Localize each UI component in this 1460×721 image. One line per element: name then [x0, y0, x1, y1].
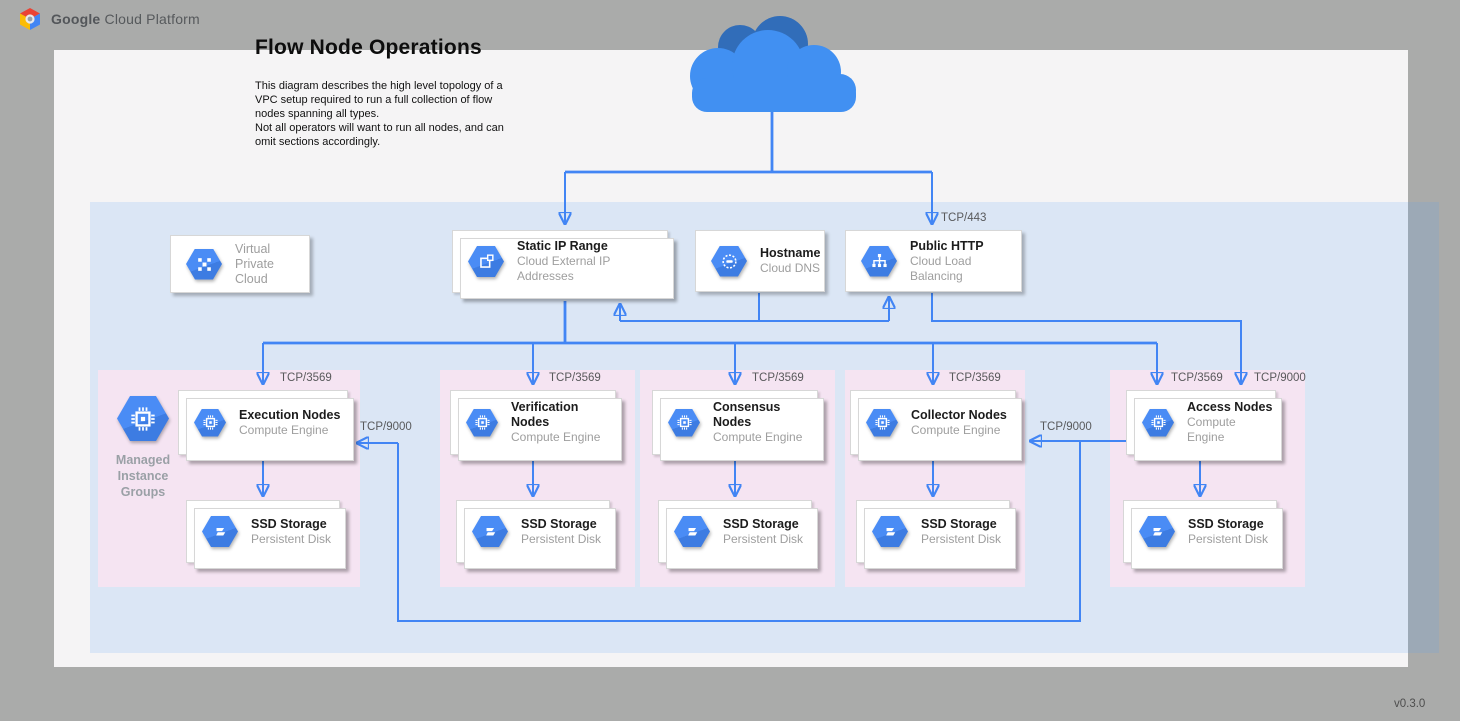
- port-label-tcp3569-consensus: TCP/3569: [752, 372, 804, 384]
- vpc-card-text: Virtual Private Cloud: [235, 242, 309, 287]
- compute-engine-icon: [668, 408, 700, 437]
- port-label-tcp9000-access: TCP/9000: [1254, 372, 1306, 384]
- hostname-title: Hostname: [760, 246, 821, 260]
- verification-nodes-subtitle: Compute Engine: [511, 430, 601, 444]
- port-label-tcp3569-collector: TCP/3569: [949, 372, 1001, 384]
- collector-nodes-title: Collector Nodes: [911, 407, 1007, 422]
- managed-instance-groups-icon: [117, 396, 169, 441]
- verification-nodes-title: Verification Nodes: [511, 400, 579, 429]
- collector-ssd-storage-card: SSD Storage Persistent Disk: [856, 500, 1016, 569]
- ssd-storage-title: SSD Storage: [521, 516, 597, 531]
- virtual-private-cloud-card: Virtual Private Cloud: [170, 235, 310, 293]
- vpc-label-line2: Private Cloud: [235, 256, 274, 286]
- port-label-tcp3569-verification: TCP/3569: [549, 372, 601, 384]
- port-label-tcp443: TCP/443: [941, 212, 987, 224]
- compute-engine-icon: [866, 408, 898, 437]
- access-nodes-card: Access Nodes Compute Engine: [1126, 390, 1282, 461]
- access-nodes-title: Access Nodes: [1187, 400, 1273, 414]
- persistent-disk-icon: [1139, 516, 1175, 547]
- ssd-storage-subtitle: Persistent Disk: [921, 531, 1002, 546]
- diagram-description: This diagram describes the high level to…: [255, 80, 504, 148]
- hostname-card: Hostname Cloud DNS: [695, 230, 825, 292]
- port-label-tcp9000-collector: TCP/9000: [1040, 421, 1092, 433]
- ssd-storage-subtitle: Persistent Disk: [1188, 531, 1269, 546]
- ssd-storage-subtitle: Persistent Disk: [251, 531, 332, 546]
- compute-engine-icon: [194, 408, 226, 437]
- cloud-dns-icon: [711, 245, 747, 277]
- static-ip-range-card: Static IP Range Cloud External IP Addres…: [452, 230, 674, 299]
- load-balancer-icon: [861, 245, 897, 277]
- public-http-title: Public HTTP: [910, 238, 984, 253]
- static-ip-title: Static IP Range: [517, 239, 608, 253]
- consensus-nodes-card: Consensus Nodes Compute Engine: [652, 390, 824, 461]
- persistent-disk-icon: [872, 516, 908, 547]
- brand-cloud-platform: Cloud Platform: [100, 11, 200, 27]
- verification-nodes-card: Verification Nodes Compute Engine: [450, 390, 622, 461]
- ssd-storage-title: SSD Storage: [251, 516, 327, 531]
- version-label: v0.3.0: [1394, 698, 1426, 710]
- ssd-storage-title: SSD Storage: [921, 516, 997, 531]
- port-label-tcp9000-execution: TCP/9000: [360, 421, 412, 433]
- internet-cloud-icon: [690, 16, 856, 112]
- public-http-subtitle: Cloud Load Balancing: [910, 253, 972, 283]
- brand-text: Google Cloud Platform: [51, 11, 200, 27]
- port-label-tcp3569-access: TCP/3569: [1171, 372, 1223, 384]
- collector-nodes-subtitle: Compute Engine: [911, 422, 1001, 437]
- execution-nodes-card: Execution Nodes Compute Engine: [178, 390, 354, 461]
- page-title: Flow Node Operations: [255, 36, 482, 59]
- verification-ssd-storage-card: SSD Storage Persistent Disk: [456, 500, 616, 569]
- public-http-card: Public HTTP Cloud Load Balancing: [845, 230, 1022, 292]
- persistent-disk-icon: [674, 516, 710, 547]
- ssd-storage-subtitle: Persistent Disk: [723, 531, 804, 546]
- hostname-subtitle: Cloud DNS: [760, 261, 821, 275]
- ssd-storage-title: SSD Storage: [723, 516, 799, 531]
- execution-ssd-storage-card: SSD Storage Persistent Disk: [186, 500, 346, 569]
- persistent-disk-icon: [472, 516, 508, 547]
- ssd-storage-subtitle: Persistent Disk: [521, 531, 602, 546]
- execution-nodes-title: Execution Nodes: [239, 407, 341, 422]
- managed-instance-groups-label: Managed Instance Groups: [115, 453, 171, 499]
- ssd-storage-title: SSD Storage: [1188, 516, 1264, 531]
- external-ip-icon: [468, 246, 504, 277]
- access-nodes-subtitle: Compute Engine: [1187, 415, 1236, 444]
- consensus-nodes-subtitle: Compute Engine: [713, 430, 803, 444]
- access-ssd-storage-card: SSD Storage Persistent Disk: [1123, 500, 1283, 569]
- compute-engine-icon: [466, 408, 498, 437]
- static-ip-subtitle: Cloud External IP Addresses: [517, 254, 611, 283]
- header-brand: Google Cloud Platform: [18, 8, 200, 30]
- brand-google: Google: [51, 11, 101, 27]
- vpc-icon: [186, 248, 222, 280]
- port-label-tcp3569-execution: TCP/3569: [280, 372, 332, 384]
- collector-nodes-card: Collector Nodes Compute Engine: [850, 390, 1022, 461]
- consensus-nodes-title: Consensus Nodes: [713, 400, 781, 429]
- compute-engine-icon: [1142, 408, 1174, 437]
- vpc-label-line1: Virtual: [235, 241, 271, 256]
- persistent-disk-icon: [202, 516, 238, 547]
- gcp-logo-icon: [20, 8, 40, 30]
- consensus-ssd-storage-card: SSD Storage Persistent Disk: [658, 500, 818, 569]
- execution-nodes-subtitle: Compute Engine: [239, 422, 329, 437]
